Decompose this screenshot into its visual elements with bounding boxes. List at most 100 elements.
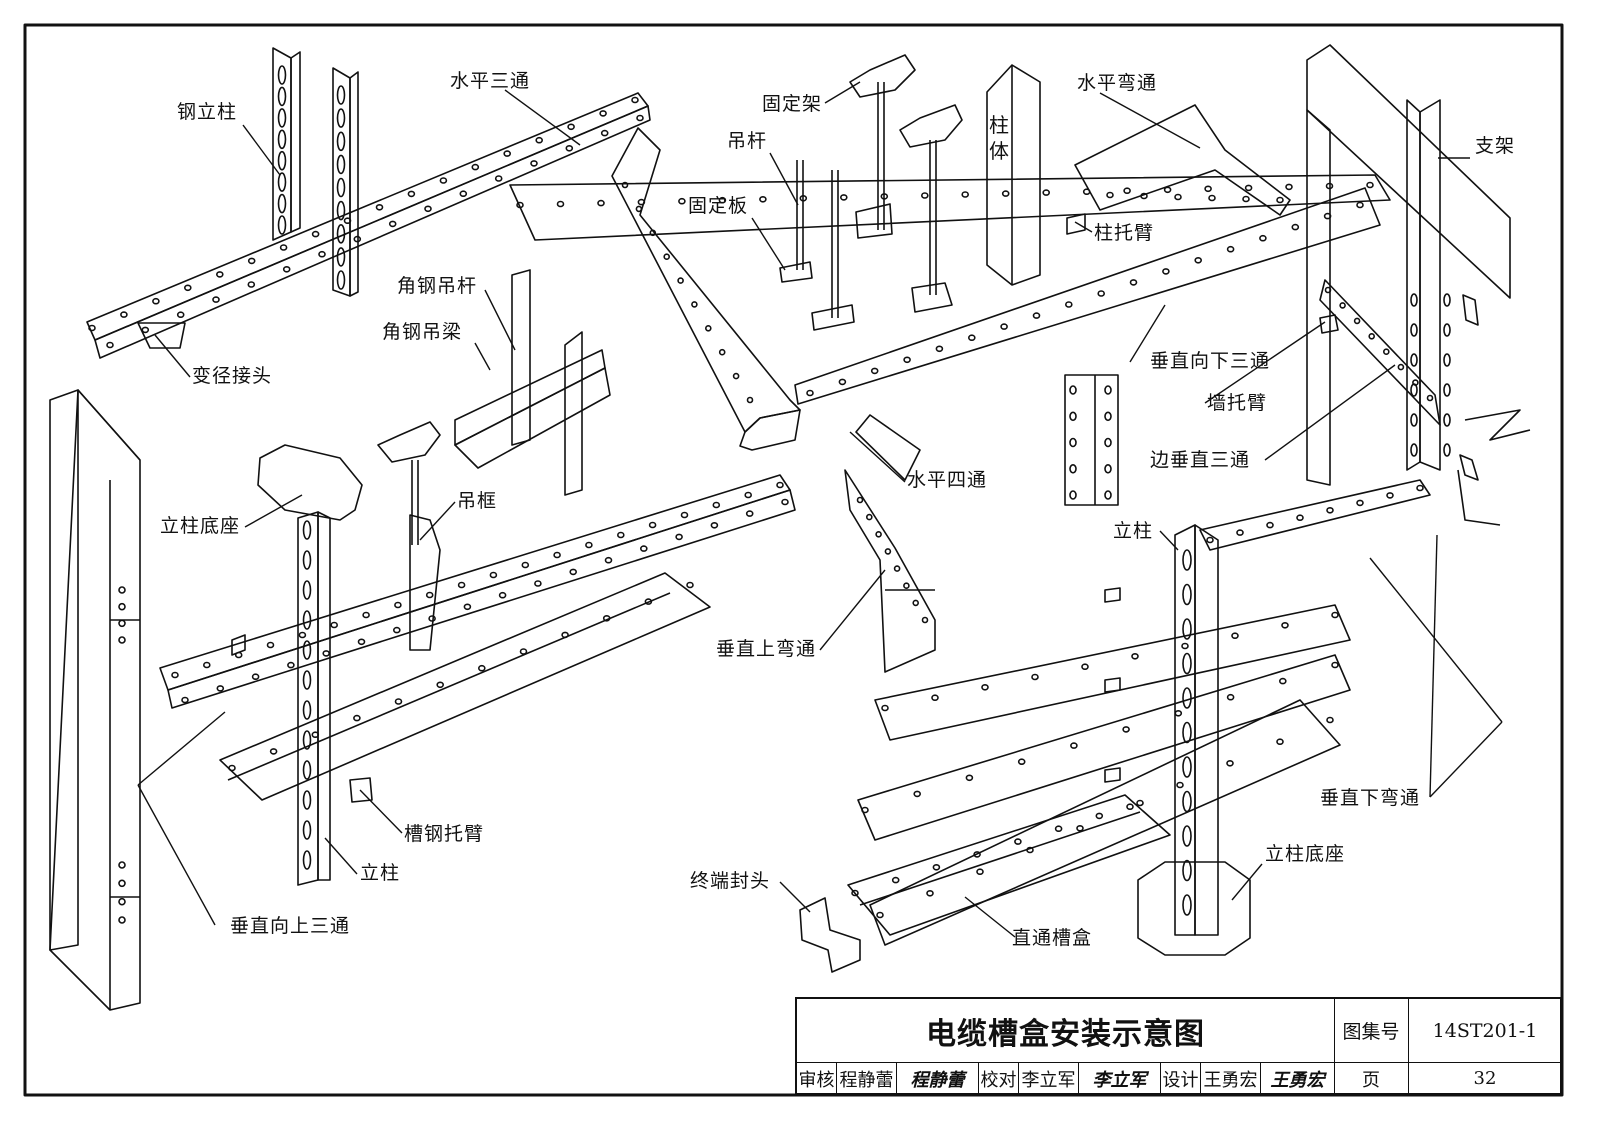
reviewer-signature: 程静蕾 xyxy=(897,1062,979,1095)
tray-bolt-hole xyxy=(203,661,211,669)
atlas-number-label: 图集号 xyxy=(1342,1021,1400,1043)
tray-bolt-hole xyxy=(746,396,754,404)
tray-bolt-hole xyxy=(1014,838,1022,845)
tray-hole-marks xyxy=(88,96,1434,919)
column-slot-hole xyxy=(1443,413,1451,427)
tray-bolt-hole xyxy=(1162,268,1170,275)
left-steel-column-b xyxy=(332,67,359,297)
tray-bolt-hole xyxy=(1106,191,1114,199)
label-column-base-left: 立柱底座 xyxy=(160,515,241,537)
tray-bolt-hole xyxy=(602,614,611,622)
column-slot-hole xyxy=(277,108,287,128)
box-bolt-hole xyxy=(1069,385,1077,395)
tray-bolt-hole xyxy=(639,545,648,552)
label-fixing-plate: 固定板 xyxy=(688,195,749,217)
tray-bolt-hole xyxy=(712,501,721,509)
tray-bolt-hole xyxy=(519,648,528,655)
panel-bolt-hole xyxy=(118,879,126,888)
column-slot-hole xyxy=(302,730,312,750)
right-vertical-column xyxy=(1174,524,1219,936)
tray-bolt-hole xyxy=(535,136,544,144)
tray-bolt-hole xyxy=(120,311,128,318)
column-slot-hole xyxy=(1182,894,1192,916)
label-wall-bracket: 墙托臂 xyxy=(1207,392,1268,414)
tray-bolt-hole xyxy=(851,889,859,897)
column-slot-hole xyxy=(336,224,346,244)
tray-bolt-hole xyxy=(287,661,295,669)
tray-bolt-hole xyxy=(298,631,307,639)
tray-bolt-hole xyxy=(913,790,922,798)
tray-bolt-hole xyxy=(1176,781,1184,789)
box-bolt-hole xyxy=(1069,437,1077,448)
tray-bolt-hole xyxy=(1276,738,1284,746)
checker-label: 校对 xyxy=(979,1062,1019,1095)
tray-bolt-hole xyxy=(636,114,644,122)
tray-bolt-hole xyxy=(675,533,683,541)
box-bolt-hole xyxy=(1104,437,1112,448)
tray-bolt-hole xyxy=(1353,317,1361,325)
tray-bolt-hole xyxy=(856,496,864,504)
tray-bolt-hole xyxy=(567,123,575,131)
tray-vertical-up-elbow xyxy=(844,469,936,673)
tray-bolt-hole xyxy=(516,201,524,209)
tray-bolt-hole xyxy=(884,548,892,555)
tray-bolt-hole xyxy=(228,764,236,772)
tray-bolt-hole xyxy=(686,581,694,589)
tray-bolt-hole xyxy=(921,616,929,624)
tray-bolt-hole xyxy=(471,163,480,171)
tray-bolt-hole xyxy=(1326,716,1334,724)
tray-bolt-hole xyxy=(880,193,889,200)
tray-bolt-hole xyxy=(171,671,179,679)
tray-bolt-hole xyxy=(141,326,150,334)
tray-bolt-hole xyxy=(691,301,698,308)
label-support: 支架 xyxy=(1475,135,1516,157)
tray-bolt-hole xyxy=(498,591,507,599)
tray-bolt-hole xyxy=(1174,193,1182,201)
reviewer-name: 程静蕾 xyxy=(837,1062,897,1095)
tray-bolt-hole xyxy=(556,200,565,208)
panel-bolt-hole xyxy=(118,619,126,628)
tray-bolt-hole xyxy=(1296,514,1304,522)
tray-bolt-hole xyxy=(1001,190,1010,197)
tray-right-lower-run-a xyxy=(874,604,1351,741)
tray-bolt-hole xyxy=(744,491,753,499)
wall-brackets xyxy=(1319,294,1479,481)
column-slot-hole xyxy=(302,790,312,810)
tray-bolt-hole xyxy=(1325,182,1334,190)
tray-bolt-hole xyxy=(635,205,643,213)
tray-bolt-hole xyxy=(1331,611,1339,619)
column-slot-hole xyxy=(1410,293,1418,307)
tray-bolt-hole xyxy=(322,650,331,657)
page-label: 页 xyxy=(1362,1069,1380,1091)
tray-bolt-hole xyxy=(903,356,911,364)
atlas-number: 14ST201-1 xyxy=(1432,1019,1538,1042)
column-slot-hole xyxy=(277,150,287,171)
column-slot-hole xyxy=(1182,618,1192,640)
label-end-cap: 终端封头 xyxy=(690,870,771,892)
column-base-left xyxy=(257,444,363,521)
tray-bolt-hole xyxy=(234,651,243,659)
column-slot-hole xyxy=(302,580,312,600)
tray-bolt-hole xyxy=(759,196,767,203)
column-slot-hole xyxy=(302,850,312,870)
column-slot-hole xyxy=(277,86,287,107)
tray-bolt-hole xyxy=(1140,192,1148,200)
panel-bolt-hole xyxy=(118,602,126,611)
tray-bolt-hole xyxy=(926,889,934,897)
column-slot-hole xyxy=(1182,859,1192,882)
tray-bolt-hole xyxy=(677,277,684,284)
tray-bolt-hole xyxy=(477,664,486,672)
tray-bolt-hole xyxy=(1208,194,1216,202)
tray-bolt-hole xyxy=(680,511,689,519)
hanger-rods xyxy=(411,82,937,545)
tray-bolt-hole xyxy=(891,876,900,884)
label-fixing-frame: 固定架 xyxy=(762,93,823,115)
box-bolt-hole xyxy=(1069,463,1077,474)
tray-bolt-hole xyxy=(718,196,727,204)
column-slot-hole xyxy=(336,85,346,105)
tray-bolt-hole xyxy=(644,598,653,605)
tray-bolt-hole xyxy=(251,673,260,681)
label-column-base-right: 立柱底座 xyxy=(1265,843,1346,865)
tray-bolt-hole xyxy=(1231,632,1239,640)
